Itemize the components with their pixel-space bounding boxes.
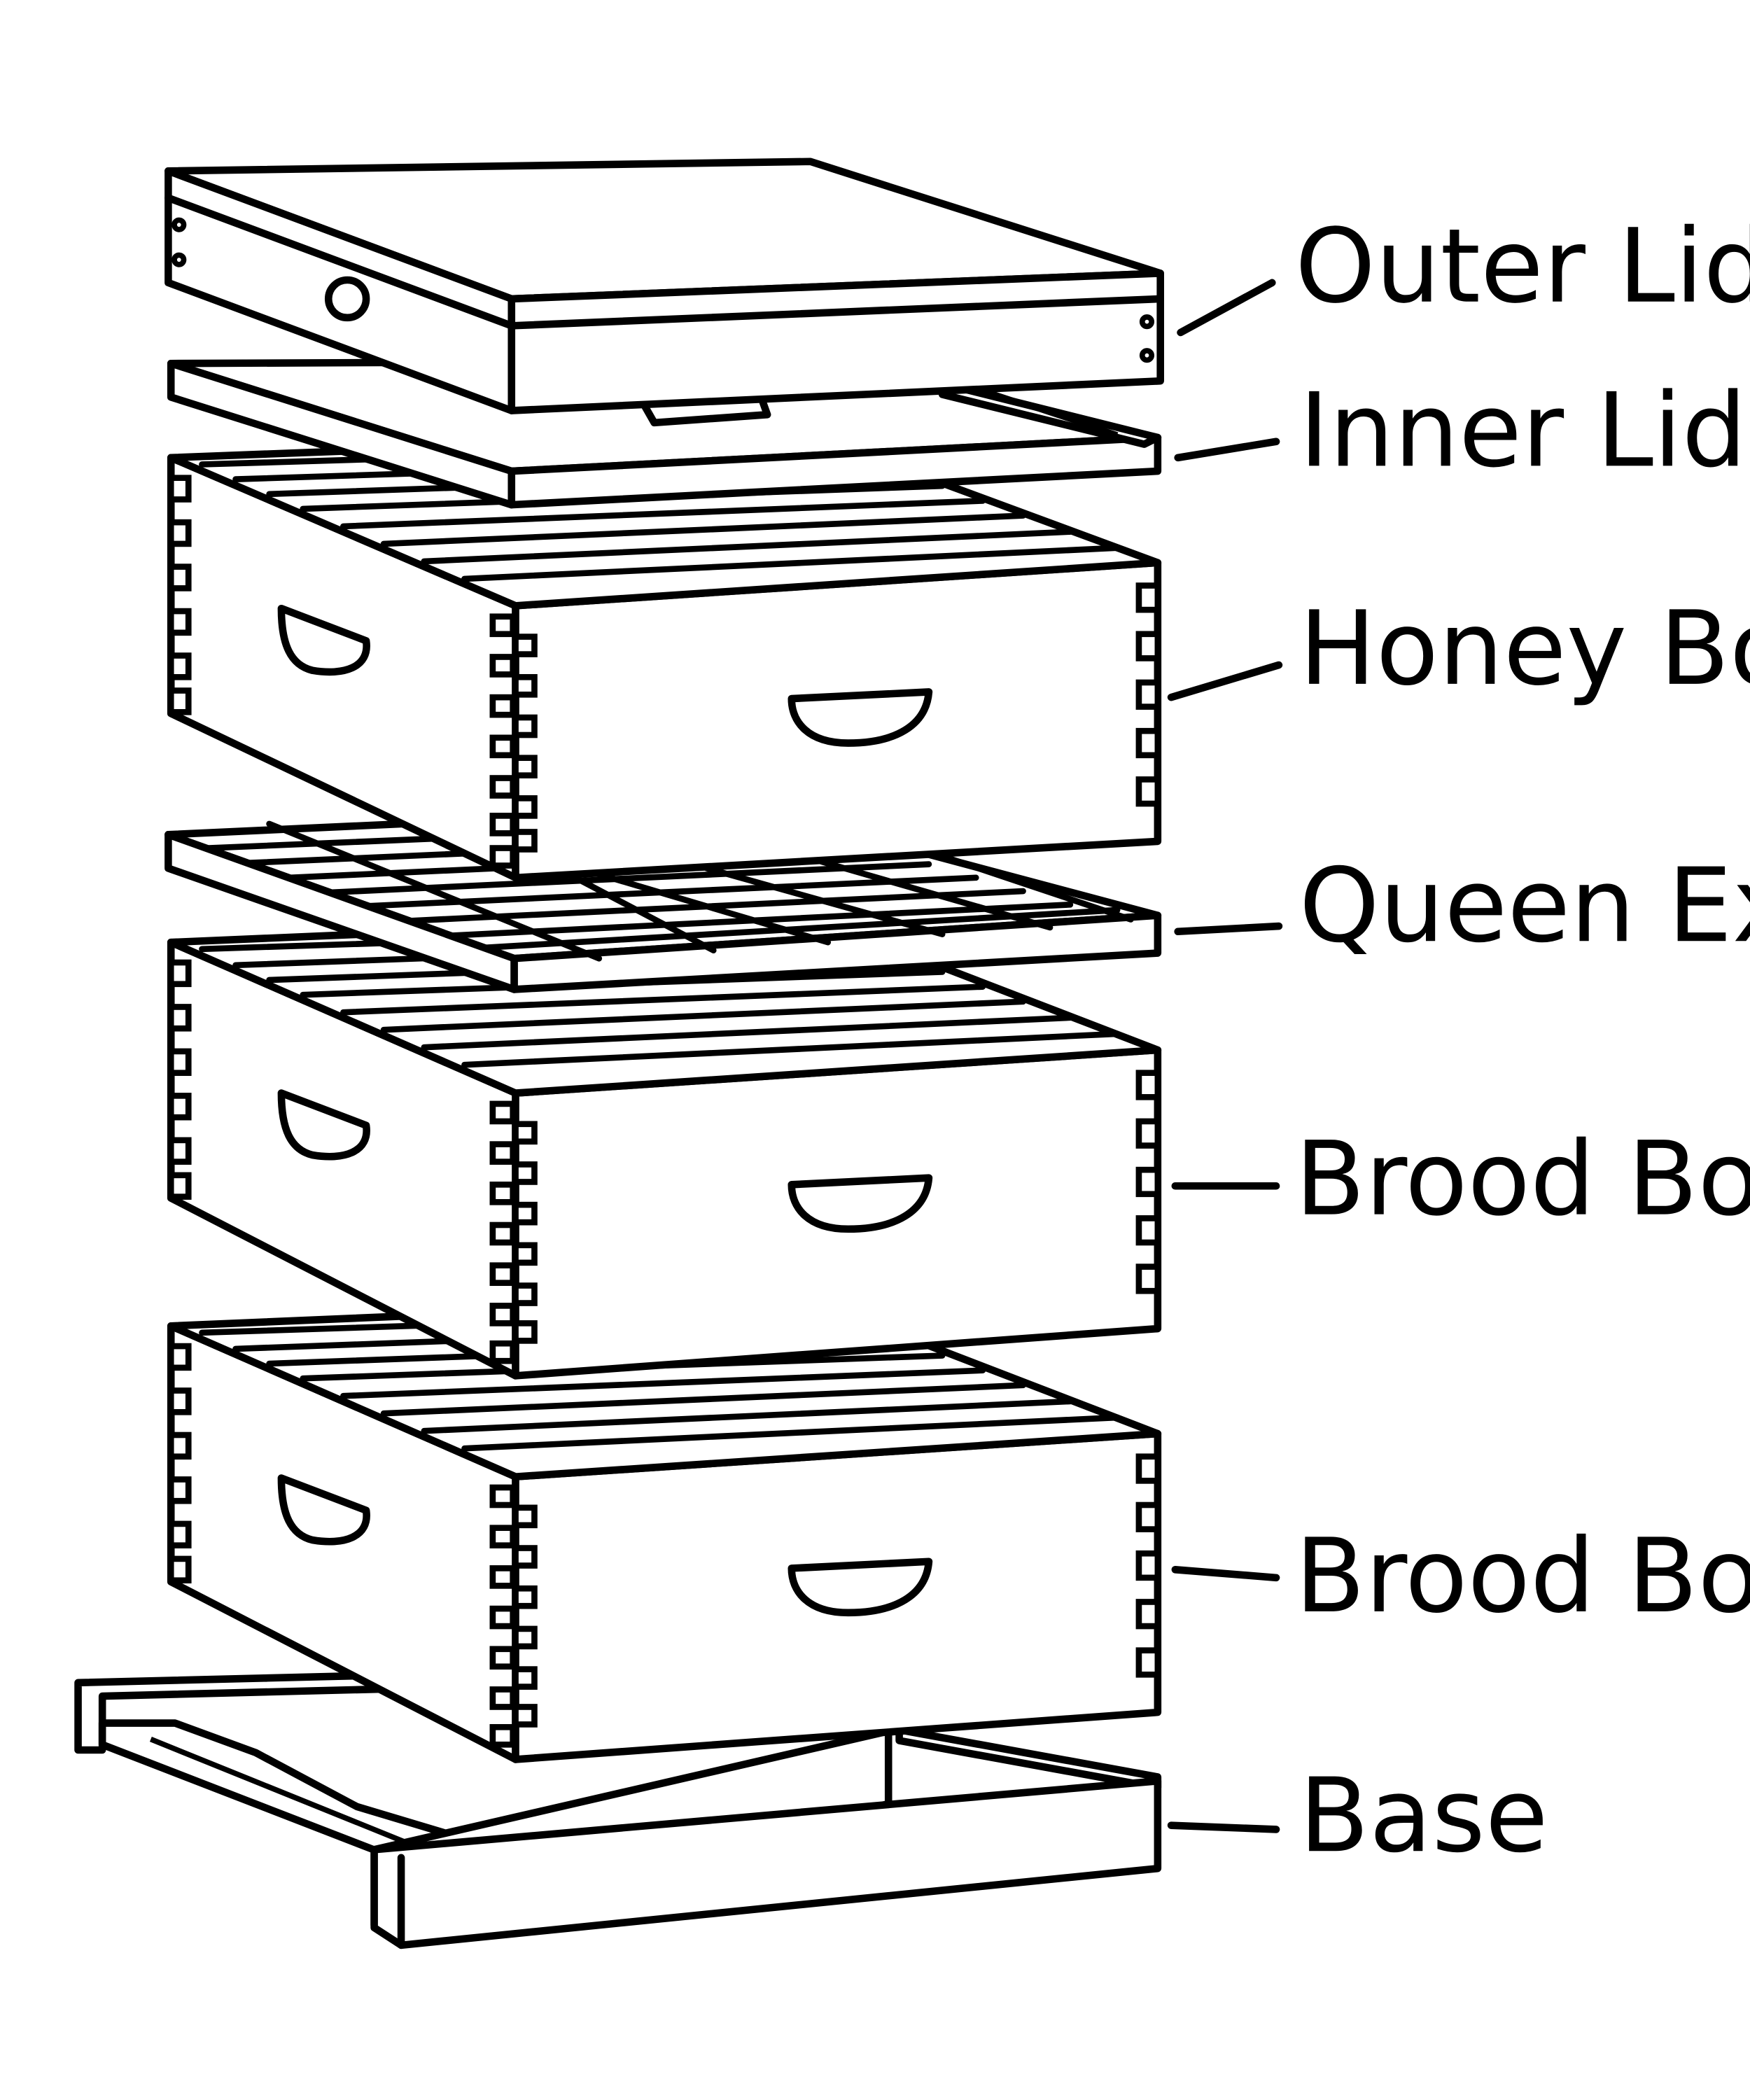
hand-hold-front: [788, 688, 933, 747]
label-brood-box-upper: Brood Box: [1295, 1120, 1750, 1239]
leader-queen-excluder: [1174, 922, 1283, 936]
label-honey-box: Honey Box: [1299, 589, 1750, 708]
label-base: Base: [1299, 1756, 1548, 1875]
box-joints: [167, 475, 1161, 869]
box-joints: [167, 959, 1161, 1364]
label-inner-lid: Inner Lid: [1299, 371, 1747, 490]
leader-brood-box-lower: [1171, 1566, 1280, 1582]
nail-icon: [172, 217, 187, 232]
nail-icon: [1139, 314, 1155, 330]
hand-hold-front: [788, 1174, 933, 1233]
hand-hold-front: [788, 1558, 933, 1617]
box-joints: [167, 1343, 1161, 1748]
outer-lid: [164, 158, 1164, 414]
base-board: [74, 1658, 1162, 1949]
vent-hole: [324, 276, 370, 322]
queen-excluder: [164, 804, 1162, 993]
leader-base: [1167, 1821, 1280, 1833]
leader-inner-lid: [1174, 438, 1280, 462]
leader-honey-box: [1167, 661, 1283, 701]
nail-icon: [1139, 348, 1155, 363]
nail-icon: [172, 252, 187, 267]
hand-hold-side: [277, 1474, 370, 1546]
hand-hold-side: [277, 1089, 370, 1161]
brood-box-lower: [167, 1295, 1162, 1763]
label-brood-box-lower: Brood Box: [1295, 1517, 1750, 1636]
hand-hold-side: [277, 604, 370, 676]
leader-outer-lid: [1177, 279, 1276, 337]
label-outer-lid: Outer Lid: [1295, 207, 1750, 326]
label-queen-excluder: Queen Excluder: [1299, 846, 1750, 965]
